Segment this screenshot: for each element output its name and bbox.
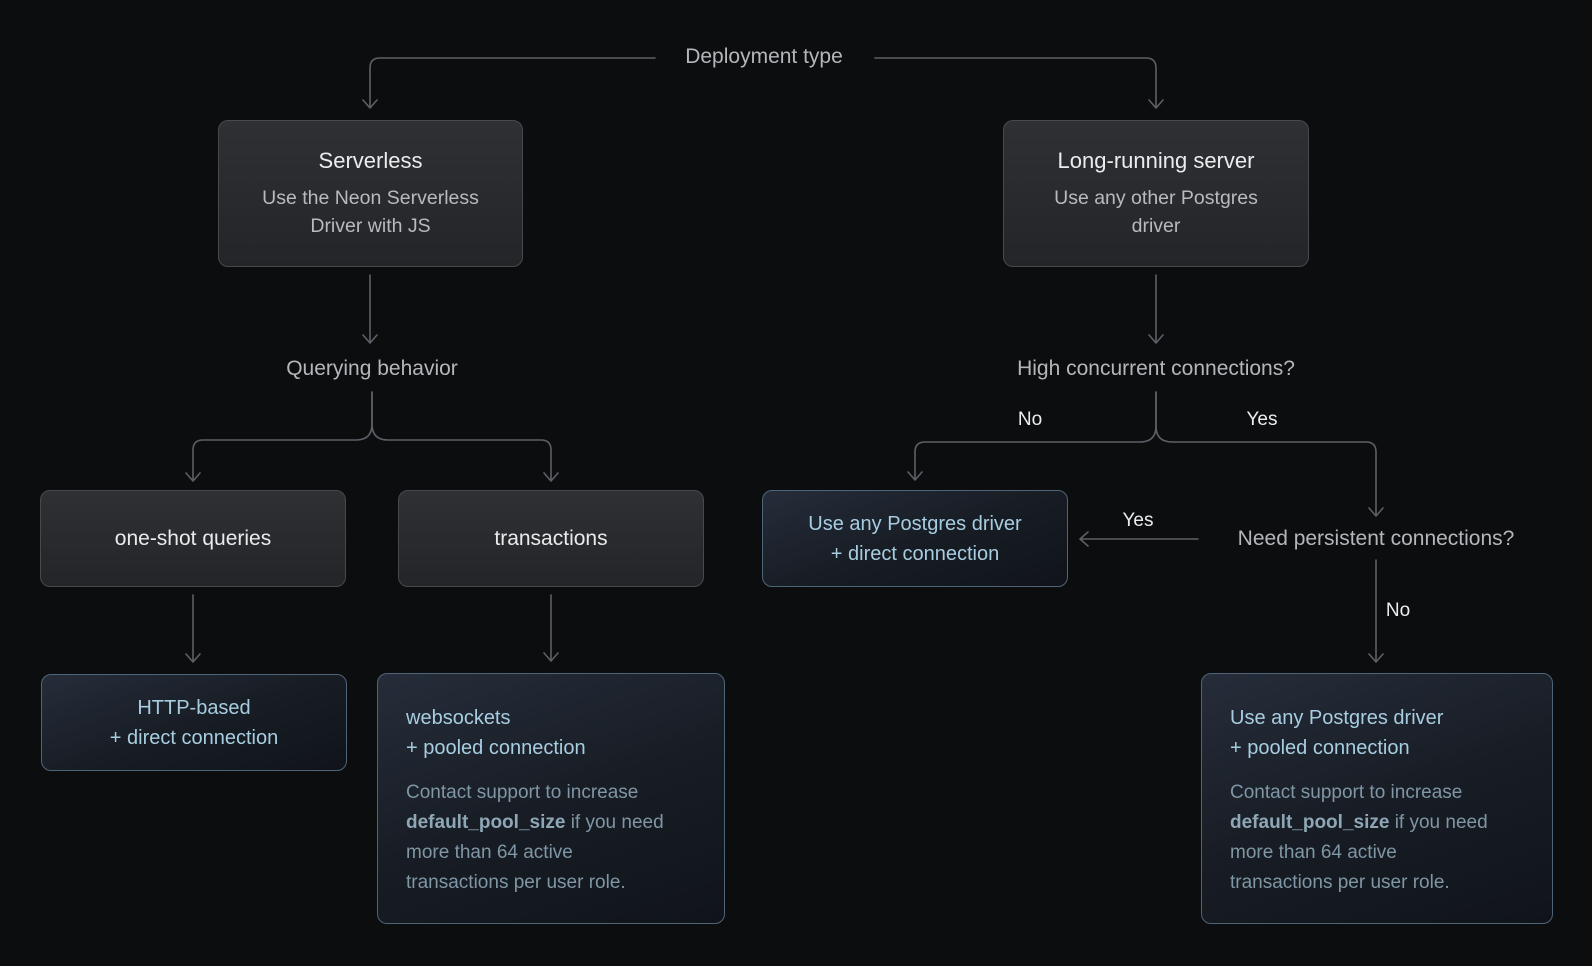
edge-oneshot-to-http <box>185 594 201 663</box>
node-websockets-pooled-note: Contact support to increase default_pool… <box>406 778 678 898</box>
node-transactions-title: transactions <box>494 526 608 550</box>
edge-querying-to-oneshot <box>185 391 373 482</box>
edge-serverless-to-querying <box>362 274 378 344</box>
node-any-driver-direct-connection: Use any Postgres driver + direct connect… <box>762 490 1068 587</box>
querying-behavior-label: Querying behavior <box>286 357 458 380</box>
node-long-running-server: Long-running server Use any other Postgr… <box>1003 120 1309 267</box>
edge-querying-to-transactions <box>371 391 559 482</box>
high-concurrent-no-label: No <box>1017 409 1043 430</box>
node-any-driver-pooled-line1: Use any Postgres driver <box>1230 707 1444 729</box>
edge-highconc-yes <box>1155 391 1384 517</box>
node-http-direct-line2: + direct connection <box>109 726 279 749</box>
node-any-driver-pooled-note: Contact support to increase default_pool… <box>1230 778 1502 898</box>
need-persistent-connections-label: Need persistent connections? <box>1237 527 1515 550</box>
node-long-running-subtitle: Use any other Postgres driver <box>1054 186 1258 237</box>
node-http-direct-line1: HTTP-based <box>137 696 251 719</box>
node-websockets-pooled-line2: + pooled connection <box>406 737 586 759</box>
note-default-pool-size: default_pool_size <box>1230 812 1390 833</box>
persistent-yes-label: Yes <box>1122 510 1154 531</box>
edge-highconc-no <box>907 391 1157 481</box>
node-any-driver-direct-line2: + direct connection <box>830 542 1000 565</box>
high-concurrent-yes-label: Yes <box>1246 409 1278 430</box>
node-any-driver-direct-line1: Use any Postgres driver <box>808 512 1022 535</box>
node-http-direct-connection: HTTP-based + direct connection <box>41 674 347 771</box>
deployment-type-label: Deployment type <box>685 45 843 68</box>
edge-longrunning-to-highconc <box>1148 274 1164 344</box>
note-text-post: if you need more than 64 active transact… <box>406 812 664 893</box>
edge-transactions-to-websockets <box>543 594 559 662</box>
node-long-running-title: Long-running server <box>1057 148 1255 174</box>
node-any-driver-pooled-connection: Use any Postgres driver + pooled connect… <box>1201 673 1553 924</box>
node-transactions: transactions <box>398 490 704 587</box>
note-text-post: if you need more than 64 active transact… <box>1230 812 1488 893</box>
node-any-driver-pooled-line2: + pooled connection <box>1230 737 1410 759</box>
edge-persistent-yes <box>1079 531 1199 547</box>
high-concurrent-connections-label: High concurrent connections? <box>1017 357 1295 380</box>
node-serverless: Serverless Use the Neon Serverless Drive… <box>218 120 523 267</box>
persistent-no-label: No <box>1385 600 1411 621</box>
edge-deployment-to-serverless <box>362 57 656 109</box>
node-websockets-pooled-line1: websockets <box>406 707 511 729</box>
note-text-pre: Contact support to increase <box>406 782 639 803</box>
edge-deployment-to-longrunning <box>874 57 1164 109</box>
note-default-pool-size: default_pool_size <box>406 812 566 833</box>
node-one-shot-queries: one-shot queries <box>40 490 346 587</box>
node-one-shot-queries-title: one-shot queries <box>114 526 272 550</box>
node-websockets-pooled-connection: websockets + pooled connection Contact s… <box>377 673 725 924</box>
note-text-pre: Contact support to increase <box>1230 782 1463 803</box>
node-serverless-title: Serverless <box>318 148 423 174</box>
edge-persistent-no <box>1368 559 1384 663</box>
node-serverless-subtitle: Use the Neon Serverless Driver with JS <box>262 186 479 237</box>
